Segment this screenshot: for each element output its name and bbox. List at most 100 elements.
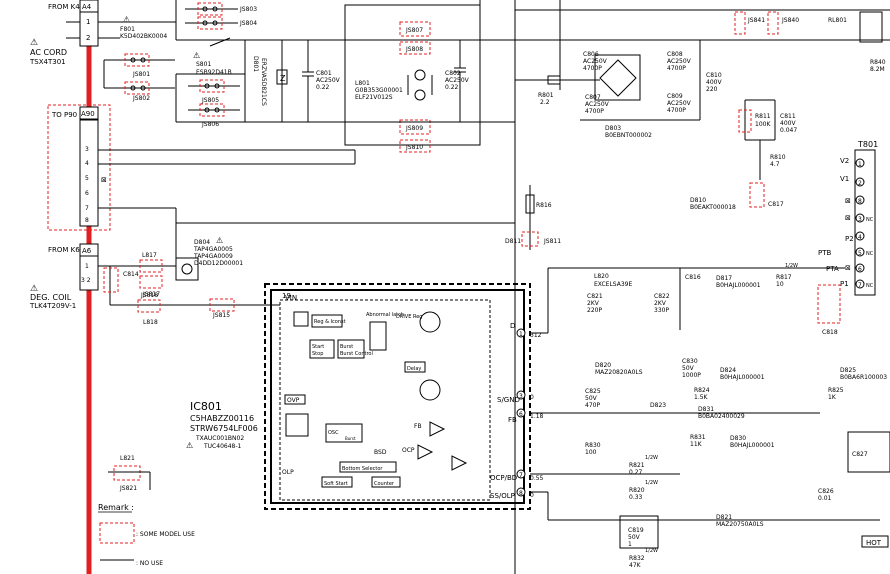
svg-text:C810: C810 (706, 72, 722, 79)
svg-text:C814: C814 (123, 271, 139, 278)
svg-text:7: 7 (858, 282, 862, 289)
svg-text:47K: 47K (629, 562, 642, 569)
snubber-network: C810 400V 220 R811 100K C811 400V 0.047 … (690, 40, 797, 211)
svg-text:400V: 400V (706, 79, 722, 86)
svg-text:Burst: Burst (340, 344, 353, 350)
cap-c802: C802 AC250V 0.22 (445, 40, 470, 122)
svg-text:220P: 220P (587, 307, 602, 314)
svg-text:0.047: 0.047 (780, 127, 797, 134)
svg-text:1.5K: 1.5K (694, 394, 709, 401)
svg-text:1: 1 (858, 161, 862, 168)
svg-text:JS818: JS818 (140, 292, 158, 299)
svg-text:0: 0 (530, 394, 534, 401)
svg-text:DEG. COIL: DEG. COIL (30, 293, 72, 302)
svg-text:⚠: ⚠ (123, 15, 130, 24)
svg-text:312: 312 (530, 332, 542, 339)
svg-text:K5D402BK0004: K5D402BK0004 (120, 33, 167, 40)
svg-text:1/2W: 1/2W (645, 548, 658, 554)
svg-text:D811: D811 (505, 238, 521, 245)
svg-text:G0B353G00001: G0B353G00001 (355, 87, 403, 94)
svg-text:R816: R816 (536, 202, 552, 209)
switch-s801: ⚠ S801 ESB92D41B (175, 37, 246, 122)
svg-text:C819: C819 (628, 527, 644, 534)
svg-text:C5HABZZ00116: C5HABZZ00116 (190, 414, 254, 423)
startup-r816: R816 D811 JS811 (505, 185, 561, 250)
svg-text:P1: P1 (840, 280, 849, 288)
svg-text:C817: C817 (768, 201, 784, 208)
svg-text:L820: L820 (594, 273, 609, 280)
svg-text:C806: C806 (583, 51, 599, 58)
posistor-d804: D804 TAP4GA0005 TAP4GA0009 D4DD12D00001 … (175, 223, 243, 281)
svg-text:TLK4T209V-1: TLK4T209V-1 (29, 302, 76, 310)
svg-text:4700P: 4700P (667, 65, 686, 72)
svg-text:1: 1 (85, 263, 89, 270)
connector-a4: FROM K4 A4 1 2 (48, 0, 99, 47)
svg-text:⚠: ⚠ (193, 51, 200, 60)
svg-text:Reg & Iconst: Reg & Iconst (314, 319, 346, 325)
svg-text:T801: T801 (857, 140, 878, 149)
svg-text:C826: C826 (818, 488, 834, 495)
svg-text:220: 220 (706, 86, 718, 93)
svg-text:L817: L817 (142, 252, 157, 259)
svg-text:R801: R801 (538, 92, 554, 99)
svg-text:IC801: IC801 (190, 400, 222, 413)
svg-text:OVP: OVP (287, 397, 300, 404)
svg-text:D831: D831 (698, 406, 714, 413)
svg-text:C830: C830 (682, 358, 698, 365)
svg-text:8.2M: 8.2M (870, 66, 885, 73)
ic801: 19 VIN D 1 312 S/GND 3 0 FB 6 1.18 OCP/B… (264, 283, 544, 510)
svg-text:R825: R825 (828, 387, 844, 394)
svg-text:1.18: 1.18 (530, 413, 544, 420)
svg-text:⚠: ⚠ (186, 441, 193, 450)
svg-text:Burst: Burst (345, 436, 356, 441)
svg-text:C822: C822 (654, 293, 670, 300)
svg-text:Z: Z (280, 74, 286, 83)
svg-text:19: 19 (282, 292, 291, 300)
svg-text:AC250V: AC250V (583, 58, 608, 65)
line-filter-l801: JS807 JS808 JS809 JS810 L801 G0B353G0000… (344, 4, 481, 153)
svg-text:AC250V: AC250V (585, 101, 610, 108)
ac-cord: ⚠ AC CORD TSX4T301 (29, 21, 80, 66)
svg-text:7: 7 (519, 472, 523, 479)
svg-text:PTA: PTA (826, 265, 839, 273)
jumpers-js801-js802: JS801 JS802 (103, 53, 175, 102)
svg-text:ERZVA5D821CS: ERZVA5D821CS (260, 58, 267, 106)
svg-text:R817: R817 (776, 274, 792, 281)
fuse-f801: ⚠ F801 K5D402BK0004 (120, 15, 167, 40)
svg-text:TUC40648-1: TUC40648-1 (203, 443, 241, 450)
svg-text:MAZ20820A0LS: MAZ20820A0LS (595, 369, 643, 376)
svg-text:C811: C811 (780, 113, 796, 120)
svg-text:EXCELSA39E: EXCELSA39E (594, 281, 632, 288)
svg-text:TAP4GA0009: TAP4GA0009 (193, 253, 233, 260)
svg-text:S/GND: S/GND (497, 396, 520, 404)
svg-text:4700P: 4700P (583, 65, 602, 72)
svg-text:JS841: JS841 (747, 17, 765, 24)
svg-text:B0EAKT000018: B0EAKT000018 (690, 204, 736, 211)
svg-text:C807: C807 (585, 94, 601, 101)
svg-text:R830: R830 (585, 442, 601, 449)
svg-text:D820: D820 (595, 362, 611, 369)
svg-text:L801: L801 (355, 80, 370, 87)
svg-text:8: 8 (85, 217, 89, 224)
svg-text:⊠: ⊠ (845, 264, 851, 272)
svg-text:B0HAJL000001: B0HAJL000001 (730, 442, 775, 449)
svg-text:6: 6 (858, 266, 862, 273)
svg-text:: NO USE: : NO USE (136, 560, 163, 567)
svg-text:PTB: PTB (818, 249, 831, 257)
svg-text:R811: R811 (755, 113, 771, 120)
svg-text:JS817: JS817 (142, 291, 160, 298)
svg-text:D: D (510, 322, 515, 330)
svg-text:AC250V: AC250V (445, 77, 470, 84)
svg-text:JS806: JS806 (201, 121, 219, 128)
svg-text:D4DD12D00001: D4DD12D00001 (194, 260, 243, 267)
svg-text:AC250V: AC250V (316, 77, 341, 84)
svg-text:B0BA02400029: B0BA02400029 (698, 413, 745, 420)
svg-text:0.22: 0.22 (445, 84, 459, 91)
svg-text:100K: 100K (755, 121, 771, 128)
svg-text:2.2: 2.2 (540, 99, 550, 106)
svg-text:⚠: ⚠ (216, 236, 223, 245)
svg-text:6: 6 (85, 190, 89, 197)
svg-text:R831: R831 (690, 434, 706, 441)
svg-text:D817: D817 (716, 275, 732, 282)
